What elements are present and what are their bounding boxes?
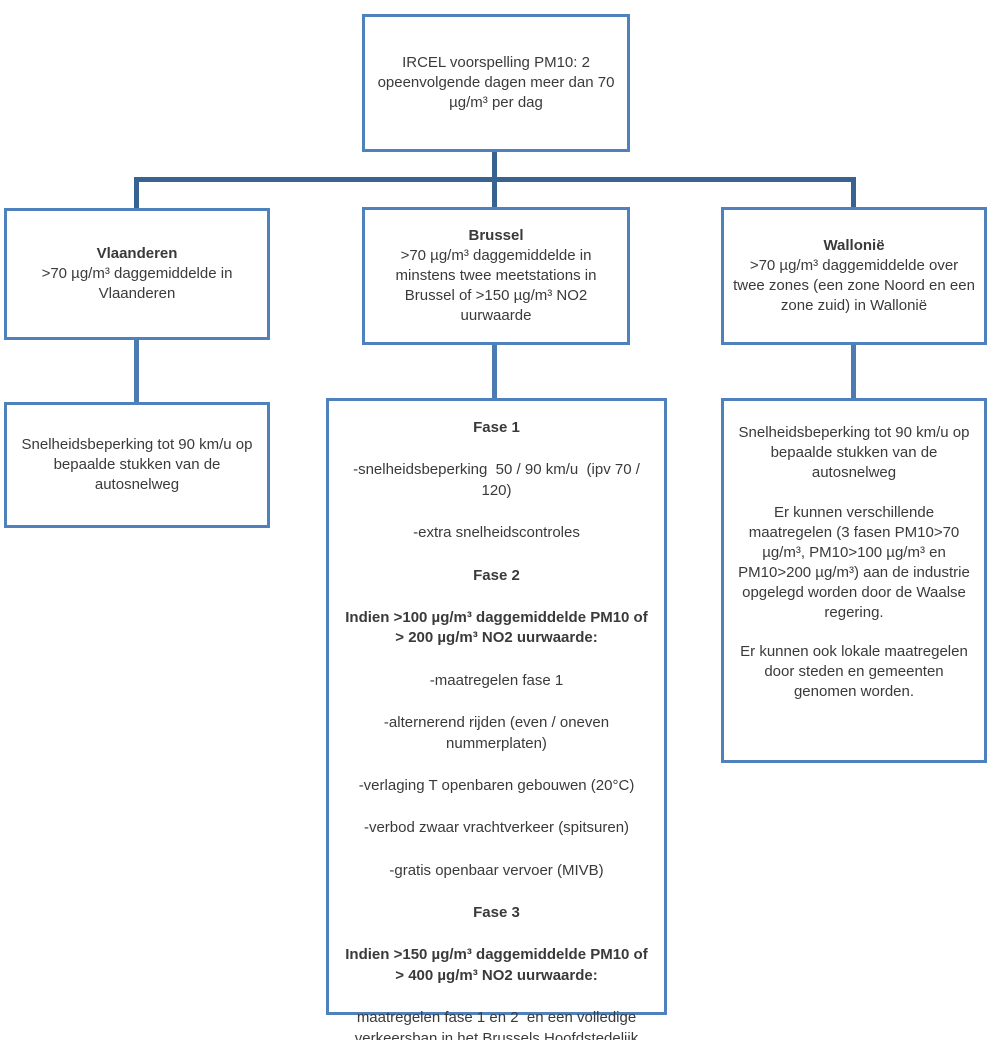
connector-root-vertical <box>492 150 497 180</box>
connector-drop-wallonie <box>851 179 856 208</box>
measure-item: maatregelen fase 1 en 2 en een volledige… <box>354 1009 639 1040</box>
measure-item-fase3-heading: Fase 3 <box>473 904 520 922</box>
connector-drop-vlaanderen <box>134 179 139 208</box>
measure-item-fase2-condition: Indien >100 µg/m³ daggemiddelde PM10 of … <box>345 608 652 647</box>
wallonie-measures-box: Snelheidsbeperking tot 90 km/u op bepaal… <box>721 398 987 763</box>
root-condition-text: IRCEL voorspelling PM10: 2 opeenvolgende… <box>377 54 619 111</box>
vlaanderen-condition-text: >70 µg/m³ daggemiddelde in Vlaanderen <box>41 265 237 302</box>
measure-item: -gratis openbaar vervoer (MIVB) <box>389 861 604 879</box>
connector-wallonie-measures <box>851 343 856 399</box>
wallonie-condition-text: >70 µg/m³ daggemiddelde over twee zones … <box>733 257 980 314</box>
measure-item-fase3-condition: Indien >150 µg/m³ daggemiddelde PM10 of … <box>345 946 652 984</box>
measure-item: Snelheidsbeperking tot 90 km/u op bepaal… <box>21 436 257 493</box>
brussel-title: Brussel <box>468 227 524 245</box>
measure-item: Er kunnen ook lokale maatregelen door st… <box>740 643 972 701</box>
root-condition-box: IRCEL voorspelling PM10: 2 opeenvolgende… <box>362 14 630 152</box>
measure-item: -alternerend rijden (even / oneven numme… <box>383 714 614 752</box>
brussel-measures-box: Fase 1 -snelheidsbeperking 50 / 90 km/u … <box>326 398 667 1040</box>
measure-item: -maatregelen fase 1 <box>429 671 564 689</box>
connector-drop-brussel <box>492 179 497 208</box>
measure-item: -verlaging T openbaren gebouwen (20°C) <box>358 776 635 794</box>
measure-item: -verbod zwaar vrachtverkeer (spitsuren) <box>363 819 630 837</box>
measure-item: -snelheidsbeperking 50 / 90 km/u (ipv 70… <box>353 461 645 499</box>
measure-item: Er kunnen verschillende maatregelen (3 f… <box>738 503 975 621</box>
measure-item-fase1-heading: Fase 1 <box>473 419 520 436</box>
brussel-condition-box: Brussel >70 µg/m³ daggemiddelde in minst… <box>362 207 630 345</box>
measure-item: Snelheidsbeperking tot 90 km/u op bepaal… <box>738 424 974 481</box>
vlaanderen-measures-box: Snelheidsbeperking tot 90 km/u op bepaal… <box>4 402 270 528</box>
wallonie-title: Wallonië <box>823 237 885 255</box>
connector-brussel-measures <box>492 343 497 399</box>
wallonie-condition-box: Wallonië >70 µg/m³ daggemiddelde over tw… <box>721 207 987 345</box>
vlaanderen-condition-box: Vlaanderen >70 µg/m³ daggemiddelde in Vl… <box>4 208 270 340</box>
measure-item-fase2-heading: Fase 2 <box>473 566 520 584</box>
brussel-condition-text: >70 µg/m³ daggemiddelde in minstens twee… <box>395 247 601 324</box>
measure-item: -extra snelheidscontroles <box>413 524 580 542</box>
vlaanderen-title: Vlaanderen <box>96 245 178 263</box>
connector-vlaanderen-measures <box>134 338 139 403</box>
